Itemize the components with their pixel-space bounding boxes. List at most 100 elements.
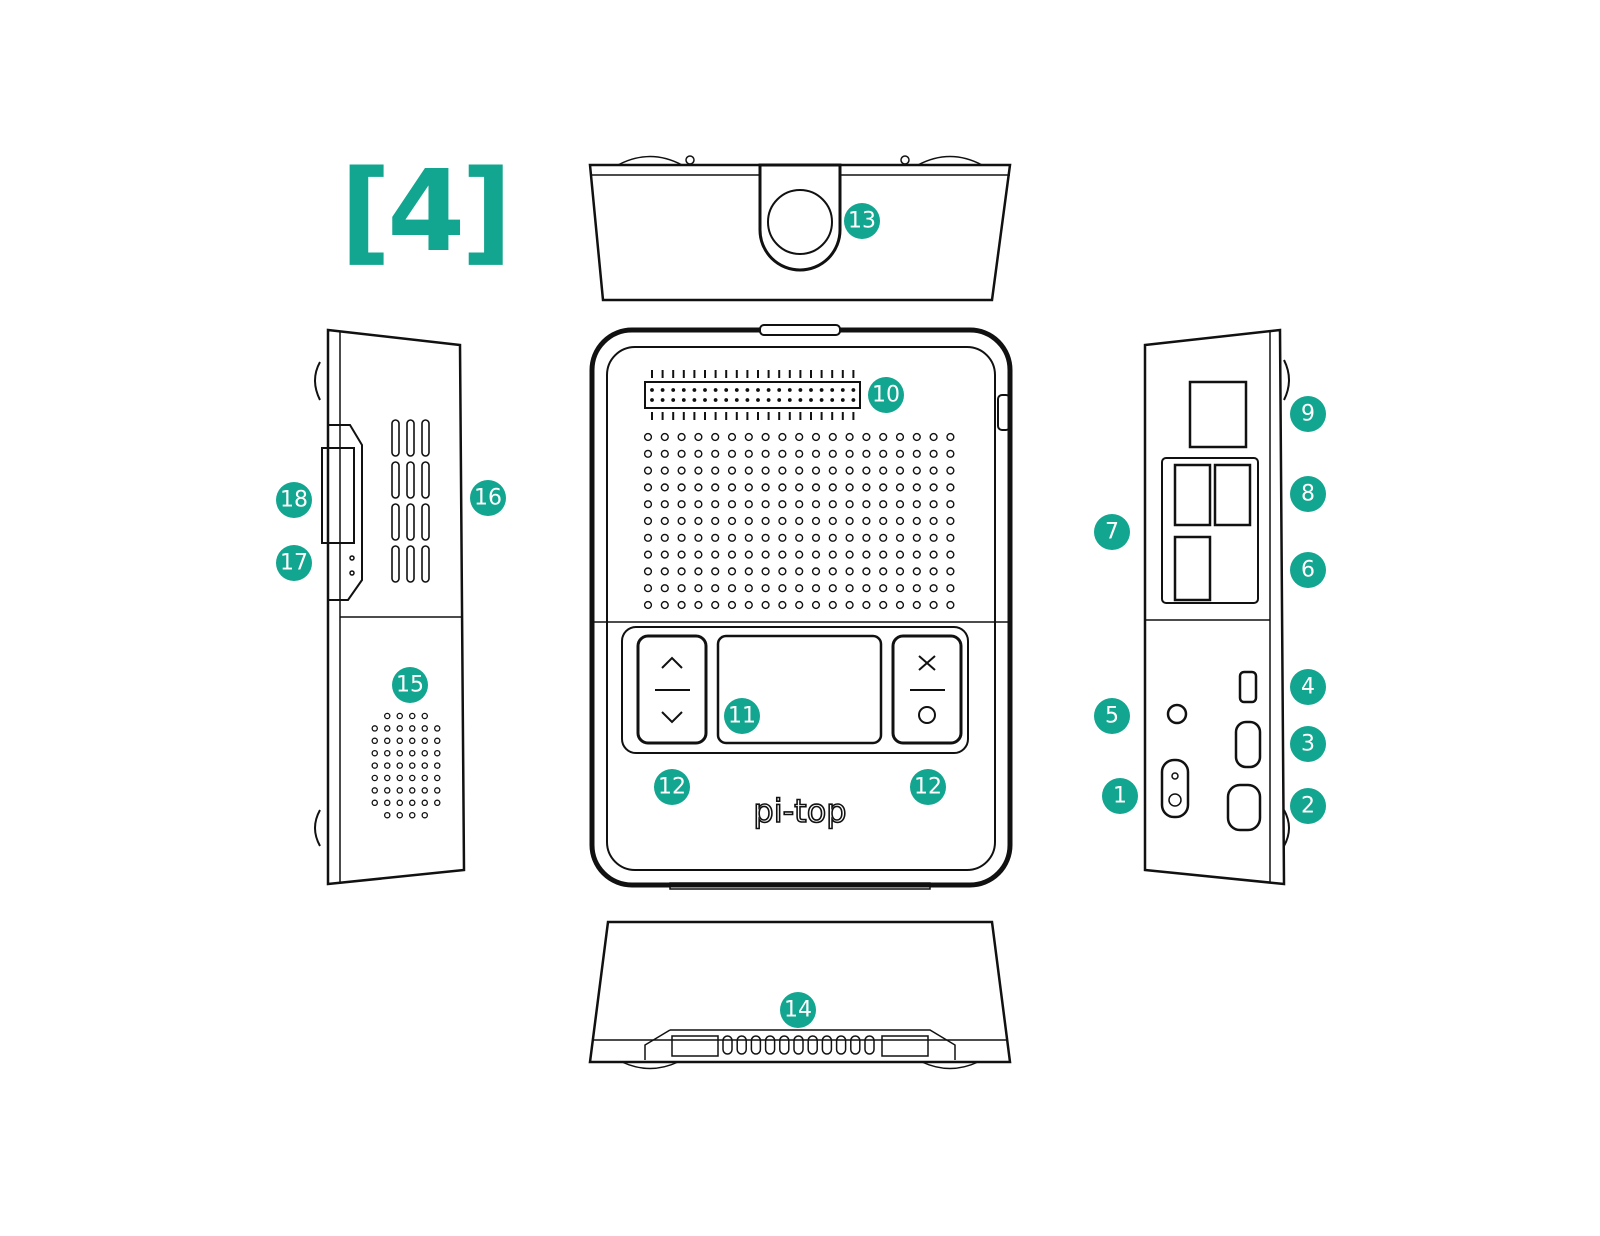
grille-hole [811, 584, 821, 593]
grille-hole [811, 432, 821, 442]
grille-hole [828, 449, 837, 458]
grille-hole [744, 449, 753, 458]
speaker-hole [371, 725, 378, 732]
grille-hole [778, 483, 787, 492]
grille-hole [643, 466, 653, 475]
grille-hole [845, 516, 854, 526]
grille-hole [694, 533, 703, 542]
speaker-hole [433, 774, 441, 782]
gpio-pin [671, 388, 676, 392]
gpio-pin [692, 388, 697, 392]
vent-slot [764, 1035, 776, 1055]
speaker-hole [396, 737, 403, 745]
grille-hole [761, 449, 770, 458]
grille-hole [811, 466, 821, 475]
grille-hole [677, 483, 686, 492]
speaker-hole [371, 762, 378, 769]
speaker-hole [371, 749, 378, 757]
speaker-hole [421, 737, 428, 745]
grille-hole [845, 584, 854, 593]
grille-hole [677, 550, 686, 559]
speaker-hole [421, 712, 428, 720]
grille-hole [694, 483, 703, 492]
svg-text:14: 14 [784, 998, 812, 1023]
grille-hole [845, 466, 854, 475]
callout-17: 17 [276, 545, 312, 581]
grille-hole [828, 567, 837, 576]
speaker-hole [408, 811, 416, 819]
callout-15: 15 [392, 667, 428, 703]
callout-4: 4 [1290, 669, 1326, 705]
callout-12-left: 12 [654, 769, 690, 805]
vent-slot [406, 419, 415, 457]
speaker-hole [421, 799, 428, 807]
gpio-pin [756, 398, 760, 402]
grille-hole [677, 516, 686, 526]
speaker-hole [408, 737, 416, 745]
grille-hole [862, 466, 871, 475]
grille-hole [895, 533, 905, 542]
grille-hole [946, 449, 955, 458]
grille-hole [795, 533, 804, 542]
svg-text:15: 15 [396, 673, 424, 698]
grille-hole [694, 432, 703, 442]
grille-hole [828, 500, 837, 509]
grille-hole [912, 483, 921, 492]
grille-hole [946, 432, 955, 442]
grille-hole [744, 550, 753, 559]
vent-slot [793, 1035, 804, 1055]
usb3-port-b [1213, 463, 1252, 527]
grille-hole [694, 466, 703, 475]
gpio-pin [819, 388, 824, 392]
gpio-pin [777, 388, 782, 392]
vent-slot [807, 1035, 818, 1055]
grille-hole [895, 600, 905, 610]
callout-8: 8 [1290, 476, 1326, 512]
callout-10: 10 [868, 377, 904, 413]
grille-hole [929, 600, 938, 610]
svg-text:11: 11 [728, 704, 756, 729]
grille-hole [694, 584, 703, 593]
grille-hole [929, 516, 938, 526]
grille-hole [643, 432, 653, 442]
grille-hole [727, 516, 737, 526]
grille-hole [727, 432, 737, 442]
grille-hole [660, 533, 669, 542]
grille-hole [879, 500, 888, 509]
grille-hole [643, 533, 653, 542]
grille-hole [895, 516, 905, 526]
grille-hole [879, 516, 888, 526]
brand-bracket-label: [4] [340, 147, 512, 277]
grille-hole [828, 533, 837, 542]
grille-hole [643, 500, 653, 509]
bottom-view [588, 920, 1012, 1070]
grille-hole [845, 533, 854, 542]
grille-hole [879, 584, 888, 593]
grille-hole [946, 533, 955, 542]
grille-hole [711, 500, 720, 509]
grille-hole [795, 584, 804, 593]
grille-hole [761, 466, 770, 475]
grille-hole [929, 533, 938, 542]
grille-hole [862, 516, 871, 526]
grille-hole [879, 449, 888, 458]
grille-hole [660, 449, 669, 458]
gpio-pin [734, 388, 739, 392]
control-panel [621, 626, 969, 754]
grille-hole [744, 466, 753, 475]
gpio-pin [681, 398, 686, 402]
vent-slot [421, 545, 430, 583]
vent-slot [835, 1035, 847, 1055]
grille-hole [761, 550, 770, 559]
grille-hole [862, 600, 871, 610]
speaker-hole [408, 725, 416, 732]
callout-13: 13 [844, 203, 880, 239]
grille-hole [929, 550, 938, 559]
grille-hole [862, 550, 871, 559]
speaker-hole [433, 725, 441, 732]
speaker-hole [396, 787, 403, 794]
grille-hole [879, 600, 888, 610]
speaker-hole [396, 774, 403, 782]
grille-hole [912, 584, 921, 593]
